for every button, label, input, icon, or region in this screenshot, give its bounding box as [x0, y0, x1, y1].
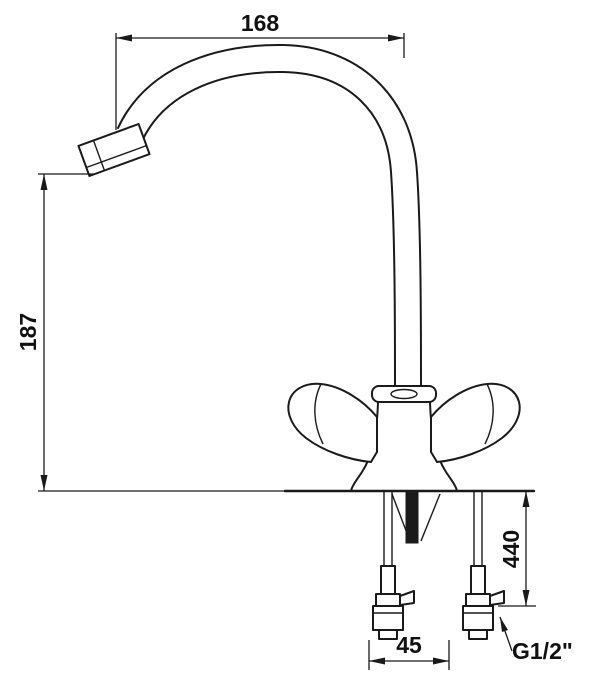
thread-size-label: G1/2": [512, 638, 573, 664]
flange-detail-ellipse: [390, 388, 418, 400]
stud-hardware-line-right: [420, 493, 441, 542]
connector-left-tail: [378, 629, 398, 640]
spout-aerator: [77, 123, 151, 177]
dimension-supply-length: 440: [498, 491, 536, 607]
arrowhead-168-right: [388, 34, 404, 42]
arrowhead-45-left: [369, 657, 385, 665]
left-handle-facet-line: [314, 383, 324, 445]
dimension-45-label: 45: [396, 632, 422, 658]
connector-right-tail: [468, 629, 488, 640]
aerator-divider-line: [92, 140, 106, 171]
arrowhead-187-top: [40, 174, 48, 190]
spout-outer-edge: [117, 43, 422, 388]
dimension-spout-reach: 168: [115, 10, 405, 130]
connector-left-clip-tab: [399, 590, 415, 606]
arrowhead-thread-leader: [500, 617, 508, 632]
dimension-spacing: 45: [368, 632, 450, 670]
spout-flange: [371, 385, 437, 403]
connector-right-collar: [465, 593, 491, 607]
spout-inner-edge: [141, 70, 396, 388]
thread-size-callout: G1/2": [499, 616, 573, 664]
connector-right-shaft: [470, 565, 486, 595]
aerator-body: [77, 123, 151, 177]
arrowhead-187-bottom: [40, 475, 48, 491]
arrowhead-45-right: [433, 657, 449, 665]
supply-hose-right: [473, 491, 483, 566]
connector-right-clip-tab: [489, 590, 505, 606]
dimension-187-label: 187: [15, 313, 41, 351]
arrowhead-168-left: [116, 34, 132, 42]
dimension-spout-height: 187: [15, 173, 285, 492]
arrowhead-440-bottom: [522, 590, 530, 606]
right-handle-facet-line: [484, 383, 494, 445]
dimension-440-label: 440: [498, 530, 524, 568]
connector-left-shaft: [380, 565, 396, 595]
stud-hardware-line-left: [391, 493, 411, 542]
dimension-168-label: 168: [241, 10, 280, 36]
arrowhead-440-top: [522, 491, 530, 507]
connector-right-nut: [462, 605, 494, 631]
aerator-band-line: [86, 144, 147, 169]
hose-connector-right: [462, 565, 505, 640]
mounting-stud: [405, 490, 419, 544]
supply-hose-left: [383, 491, 393, 566]
connector-left-collar: [375, 593, 401, 607]
left-handle: [287, 382, 378, 463]
right-handle: [430, 382, 521, 463]
connector-left-nut: [372, 605, 404, 631]
hose-connector-left: [372, 565, 415, 640]
